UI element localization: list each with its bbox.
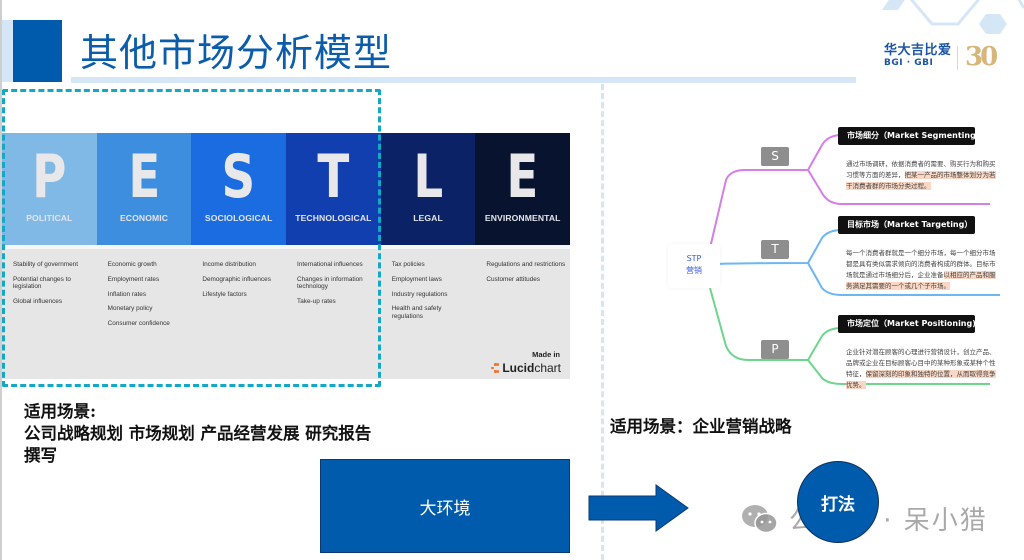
environment-box: 大环境 (320, 459, 570, 553)
pestle-diagram: P POLITICAL E ECONOMIC S SOCIOLOGICAL T … (2, 133, 571, 379)
pestle-item: Lifestyle factors (202, 290, 247, 298)
pestle-item: Industry regulations (391, 290, 448, 298)
wechat-icon (742, 504, 778, 533)
pestle-item: Employment rates (107, 275, 160, 283)
stp-branch-lines (709, 134, 1000, 385)
pestle-body-row: Stability of government Potential change… (2, 249, 570, 379)
stp-center-line2: 营销 (686, 266, 702, 275)
logo-en-text: BGI · GBI (884, 58, 934, 68)
pestle-item: Inflation rates (107, 290, 147, 298)
pestle-item: Health and safety regulations (391, 305, 442, 320)
vertical-divider (601, 84, 604, 560)
pestle-items-sociological: Income distribution Demographic influenc… (191, 249, 286, 379)
made-in-label: Made in (532, 350, 560, 359)
stp-heading-segmenting: 市场细分（Market Segmenting) (838, 127, 979, 145)
stp-letter-s: S (761, 147, 789, 166)
pestle-col-economic: E ECONOMIC (96, 133, 192, 245)
stp-desc-positioning: 企业针对潜在顾客的心理进行营销设计，创立产品、品牌或企业在目标顾客心目中的某种形… (846, 347, 998, 391)
branch-line-s-lower (807, 169, 990, 205)
pestle-letter: S (221, 142, 256, 212)
title-underline (71, 77, 856, 83)
stp-letter-t: T (761, 240, 789, 259)
pestle-item: Demographic influences (202, 275, 271, 283)
pestle-label: ECONOMIC (119, 213, 169, 223)
pestle-item: Stability of government (13, 261, 79, 268)
pestle-separator (2, 245, 570, 249)
pestle-letter: P (32, 142, 67, 212)
pestle-items-political: Stability of government Potential change… (2, 249, 97, 379)
logo-cn-text: 华大吉比爱 (884, 43, 952, 58)
pestle-item: Regulations and restrictions (486, 261, 566, 268)
pestle-item: Consumer confidence (107, 320, 170, 328)
pestle-col-political: P POLITICAL (2, 133, 97, 245)
stp-letter-p: P (761, 340, 789, 359)
hexagon-decoration-icon (882, 0, 1024, 34)
left-scene-text: 公司战略规划 市场规划 产品经营发展 研究报告撰写 (24, 424, 372, 465)
environment-label: 大环境 (419, 498, 471, 519)
stp-heading-positioning: 市场定位（Market Positioning) (838, 315, 976, 333)
desc-highlight: 保留深刻的印象和独特的位置，从而取得竞争优势。 (846, 370, 996, 389)
title-accent-light (2, 20, 14, 82)
pestle-item: Take-up rates (297, 298, 336, 306)
pestle-item: Changes in information technology (297, 275, 363, 291)
strategy-circle: 打法 (797, 461, 879, 543)
title-accent-block (13, 20, 62, 82)
pestle-label: POLITICAL (26, 213, 73, 223)
stp-heading-targeting: 目标市场（Market Targeting） (838, 216, 975, 234)
pestle-item: Monetary policy (107, 305, 153, 313)
right-usage-scenario: 适用场景：企业营销战略 (610, 417, 792, 436)
pestle-items-environmental: Regulations and restrictions Customer at… (475, 249, 570, 379)
pestle-letter: E (128, 142, 160, 212)
stp-desc-targeting: 每一个消费者群就是一个细分市场，每一个细分市场都是具有类似需求倾向的消费者构成的… (846, 248, 998, 292)
pestle-item: Income distribution (202, 261, 256, 268)
stp-desc-segmenting: 通过市场调研，依据消费者的需要、购买行为和购买习惯等方面的差异，把某一产品的市场… (846, 159, 998, 192)
desc-plain: 企业针对潜在顾客的心理进行营销设计，创立产品、品牌或企业在目标顾客心目中的某种形… (846, 348, 996, 378)
pestle-item: International influences (297, 261, 363, 268)
pestle-letter: T (317, 142, 350, 212)
pestle-col-technological: T TECHNOLOGICAL (286, 133, 381, 245)
logo-separator (957, 46, 958, 70)
pestle-label: SOCIOLOGICAL (204, 213, 273, 223)
pestle-col-sociological: S SOCIOLOGICAL (191, 133, 287, 245)
pestle-col-environmental: E ENVIRONMENTAL (475, 133, 571, 245)
left-edge-line (0, 0, 2, 560)
pestle-item: Employment laws (391, 275, 442, 283)
company-logo: 华大吉比爱 BGI · GBI (884, 44, 952, 69)
pestle-items-economic: Economic growth Employment rates Inflati… (97, 249, 192, 379)
pestle-items-technological: International influences Changes in info… (286, 249, 381, 379)
stp-center-line1: STP (686, 254, 702, 263)
pestle-label: ENVIRONMENTAL (484, 213, 561, 223)
left-scene-label: 适用场景: (24, 402, 97, 421)
stp-center-node: STP 营销 (668, 244, 720, 288)
pestle-col-legal: L LEGAL (380, 133, 476, 245)
pestle-items-legal: Tax policies Employment laws Industry re… (381, 249, 476, 379)
page-title: 其他市场分析模型 (80, 31, 393, 75)
lucid-brand-light: chart (534, 361, 561, 375)
pestle-item: Tax policies (391, 261, 425, 268)
desc-plain: 每一个消费者群就是一个细分市场，每一个细分市场都是具有类似需求倾向的消费者构成的… (846, 249, 996, 279)
anniversary-logo: 30 (965, 42, 998, 72)
pestle-label: TECHNOLOGICAL (295, 213, 372, 223)
strategy-label: 打法 (821, 494, 855, 515)
pestle-item: Customer attitudes (486, 275, 540, 283)
right-arrow-icon (588, 484, 689, 532)
branch-line-p-lower (807, 359, 990, 385)
pestle-item: Economic growth (107, 261, 157, 268)
branch-line-t-lower (807, 262, 1000, 296)
lucidchart-icon (491, 363, 500, 373)
left-usage-scenario: 适用场景: 公司战略规划 市场规划 产品经营发展 研究报告撰写 (24, 401, 384, 467)
pestle-item: Potential changes to legislation (13, 275, 71, 291)
pestle-letter: L (413, 142, 443, 212)
desc-plain: 通过市场调研，依据消费者的需要、购买行为和购买习惯等方面的差异， (846, 160, 996, 179)
pestle-item: Global influences (13, 298, 63, 306)
pestle-header-row: P POLITICAL E ECONOMIC S SOCIOLOGICAL T … (2, 133, 571, 245)
highlight-dashed-frame (2, 89, 381, 387)
pestle-letter: E (506, 142, 539, 212)
pestle-label: LEGAL (413, 213, 443, 223)
lucid-brand-bold: Lucid (502, 361, 535, 375)
